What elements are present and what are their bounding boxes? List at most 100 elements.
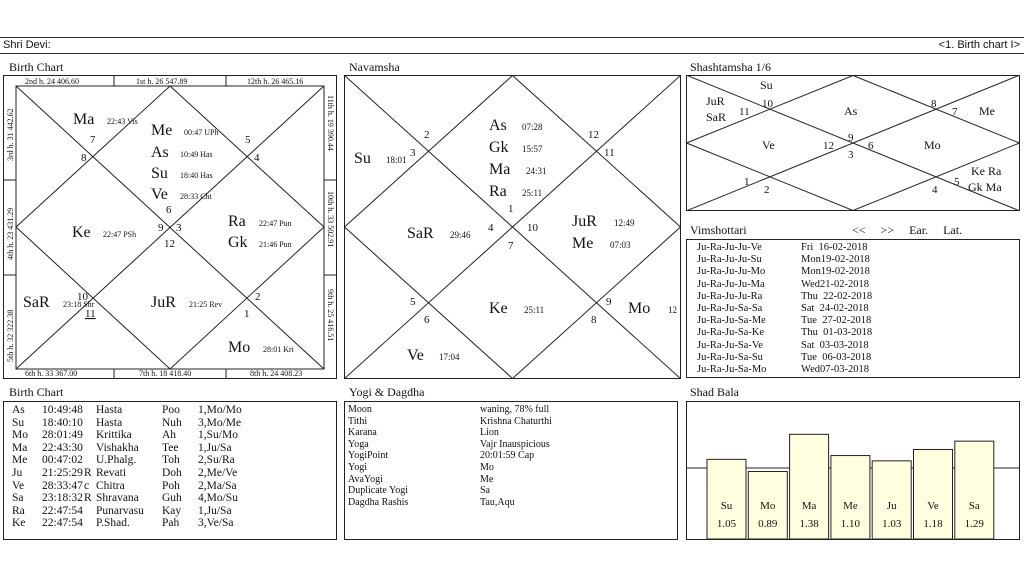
vimshottari-nav: << >> Ear. Lat. <box>852 223 974 238</box>
sign-number: 10 <box>527 222 539 234</box>
next-period-button[interactable]: >> <box>880 223 895 237</box>
table-cell <box>84 454 96 467</box>
bar-sa <box>954 440 995 540</box>
table-cell: Kay <box>162 504 182 517</box>
dasha-period: Ju-Ra-Ju-Ju-Ra <box>697 290 763 302</box>
table-row: Duplicate Yogi Sa <box>348 485 677 497</box>
row-label: Duplicate Yogi <box>348 485 408 497</box>
table-cell: Punarvasu <box>96 504 144 517</box>
planet-name: SaR <box>407 225 434 242</box>
chart-selector[interactable]: <1. Birth chart I> <box>938 39 1020 51</box>
sign-number: 1 <box>508 203 514 215</box>
list-item[interactable]: Ju-Ra-Ju-Ju-Ra Thu 22-02-2018 <box>697 291 1019 303</box>
house-1-label: 1st h. 26 547.89 <box>136 77 187 86</box>
prev-period-button[interactable]: << <box>852 223 866 237</box>
sign-number: 8 <box>81 152 87 164</box>
planet-name: Ke <box>72 224 91 241</box>
table-cell: Ma <box>12 441 28 454</box>
sign-number: 4 <box>254 152 260 164</box>
planet-degree: 18:40 Has <box>180 171 213 180</box>
table-cell: Doh <box>162 466 182 479</box>
table-cell: 22:47:54 <box>42 517 83 530</box>
table-cell: Su <box>12 416 25 429</box>
planet-name: JuR <box>572 213 597 230</box>
planet-name: Mo <box>628 300 650 317</box>
list-item[interactable]: Ju-Ra-Ju-Sa-Ve Sat 03-03-2018 <box>697 340 1019 352</box>
sign-number: 6 <box>424 314 430 326</box>
planet-name: As <box>151 144 169 161</box>
row-value: Sa <box>480 485 490 497</box>
sign-number: 12 <box>823 140 834 152</box>
bar-category-label: Sa <box>969 500 980 512</box>
row-value: Me <box>480 473 494 485</box>
bar-value-label: 1.29 <box>965 518 985 530</box>
row-value: Mo <box>480 461 494 473</box>
table-cell <box>84 442 96 455</box>
planet-name: SaR <box>23 294 50 311</box>
bar-ma <box>789 433 830 540</box>
earlier-button[interactable]: Ear. <box>909 223 929 237</box>
house-5-label: 5th h. 32 322.38 <box>6 310 15 362</box>
bar-value-label: 0.89 <box>758 518 778 530</box>
sign-number: 4 <box>488 222 494 234</box>
table-cell: 1,Ju/Sa <box>198 441 232 454</box>
sign-number: 5 <box>410 296 416 308</box>
sign-number: 2 <box>764 184 770 196</box>
planet-name: Su <box>760 78 773 92</box>
sign-number: 5 <box>245 134 251 146</box>
planet-degree: 07:28 <box>522 122 543 132</box>
sign-number: 7 <box>90 134 96 146</box>
dasha-period: Ju-Ra-Ju-Sa-Mo <box>697 364 767 376</box>
sign-number: 9 <box>158 222 164 234</box>
dasha-period: Ju-Ra-Ju-Ju-Mo <box>697 266 766 278</box>
planet-name: Su <box>354 150 371 167</box>
table-cell: Poh <box>162 479 180 492</box>
table-cell: c <box>84 479 90 492</box>
table-cell: Vishakha <box>96 441 139 454</box>
table-cell: 21:25:29 <box>42 466 83 479</box>
dasha-period: Ju-Ra-Ju-Sa-Sa <box>697 303 763 315</box>
planet-name: SaR <box>706 110 726 124</box>
bar-su <box>706 458 747 540</box>
planet-name: Ve <box>762 138 775 152</box>
shadbala-chart: Su1.05Mo0.89Ma1.38Me1.10Ju1.03Ve1.18Sa1.… <box>686 401 1020 540</box>
dasha-period: Ju-Ra-Ju-Sa-Su <box>697 351 763 363</box>
planet-degree: 07:03 <box>610 240 631 250</box>
table-cell: Chitra <box>96 479 125 492</box>
dasha-period: Ju-Ra-Ju-Sa-Ve <box>697 339 763 351</box>
dasha-date: Tue 27-02-2018 <box>801 315 872 327</box>
planet-degree: 12:49 <box>614 218 635 228</box>
dasha-date: Thu 22-02-2018 <box>801 290 873 302</box>
table-cell <box>84 505 96 518</box>
dasha-date: Sat 03-03-2018 <box>801 339 869 351</box>
planet-degree: 18:01 <box>386 155 407 165</box>
table-cell: Ke <box>12 517 26 530</box>
table-cell: P.Shad. <box>96 517 130 530</box>
sign-number: 9 <box>848 132 854 144</box>
later-button[interactable]: Lat. <box>943 223 963 237</box>
